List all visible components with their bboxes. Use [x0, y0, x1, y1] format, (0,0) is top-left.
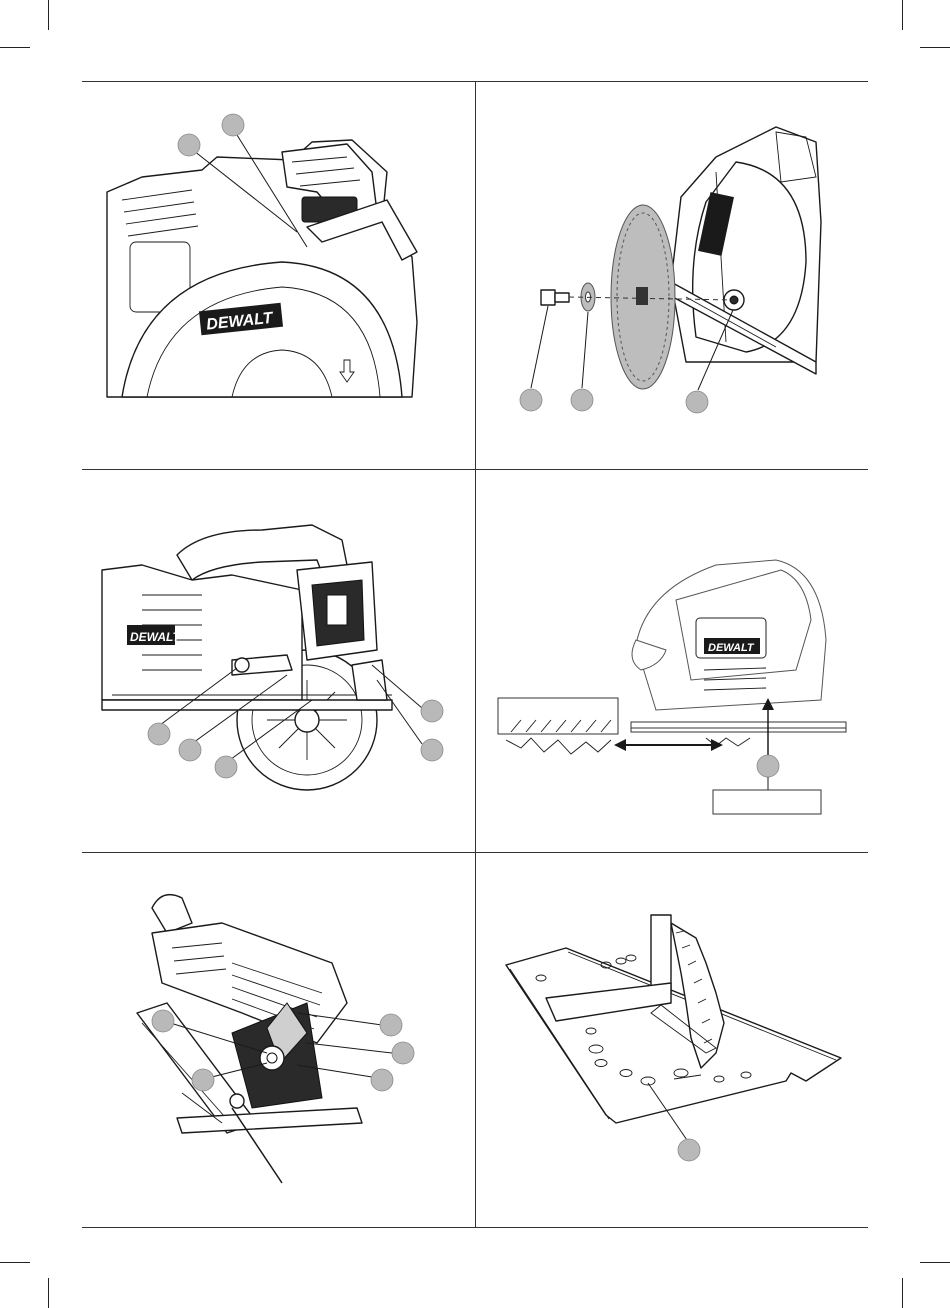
figure-6-illustration [476, 853, 868, 1227]
depth-arrow [614, 739, 723, 751]
crop-mark-top-left-h [0, 47, 30, 48]
crop-mark-bottom-right-h [920, 1262, 950, 1263]
crop-mark-bottom-right-v [902, 1278, 903, 1308]
figure-2 [476, 82, 868, 469]
callout-3 [215, 756, 237, 778]
brand-logo-plate: DEWALT [696, 618, 766, 658]
crop-mark-bottom-left-v [48, 1278, 49, 1308]
crop-mark-top-right-v [902, 0, 903, 30]
callout-2 [192, 1069, 214, 1091]
figure-1-illustration: DEWALT [82, 82, 475, 469]
battery-pack [297, 562, 377, 660]
saw-blade [611, 205, 675, 389]
callout-1 [152, 1010, 174, 1032]
workpiece [498, 698, 618, 734]
bevel-quadrant [232, 1003, 322, 1108]
callout-1 [520, 389, 542, 411]
crop-mark-top-right-h [920, 47, 950, 48]
figure-3: DEWALT [82, 470, 475, 852]
callout-3 [686, 391, 708, 413]
blade-bolt [541, 290, 569, 305]
figure-3-illustration: DEWALT [82, 470, 475, 852]
callout-1 [678, 1139, 700, 1161]
callout-1 [757, 755, 779, 777]
brand-logo-text: DEWALT [130, 630, 181, 644]
callout-1 [178, 134, 200, 156]
callout-4 [392, 1042, 414, 1064]
callout-3 [380, 1014, 402, 1036]
figure-5-illustration [82, 853, 475, 1227]
crop-mark-bottom-left-h [0, 1262, 30, 1263]
callout-2 [571, 389, 593, 411]
figure-4-illustration: DEWALT [476, 470, 868, 852]
brand-logo-text: DEWALT [708, 642, 755, 654]
callout-4 [421, 700, 443, 722]
shoe-plate [506, 948, 841, 1123]
callout-2 [222, 114, 244, 136]
figure-1: DEWALT [82, 82, 475, 469]
callout-2 [179, 739, 201, 761]
callout-1 [148, 723, 170, 745]
crop-mark-top-left-v [48, 0, 49, 30]
figure-6 [476, 853, 868, 1227]
figure-5 [82, 853, 475, 1227]
figure-4: DEWALT [476, 470, 868, 852]
figure-2-illustration [476, 82, 868, 469]
callout-5 [421, 739, 443, 761]
callout-5 [371, 1069, 393, 1091]
label-box [713, 790, 821, 814]
